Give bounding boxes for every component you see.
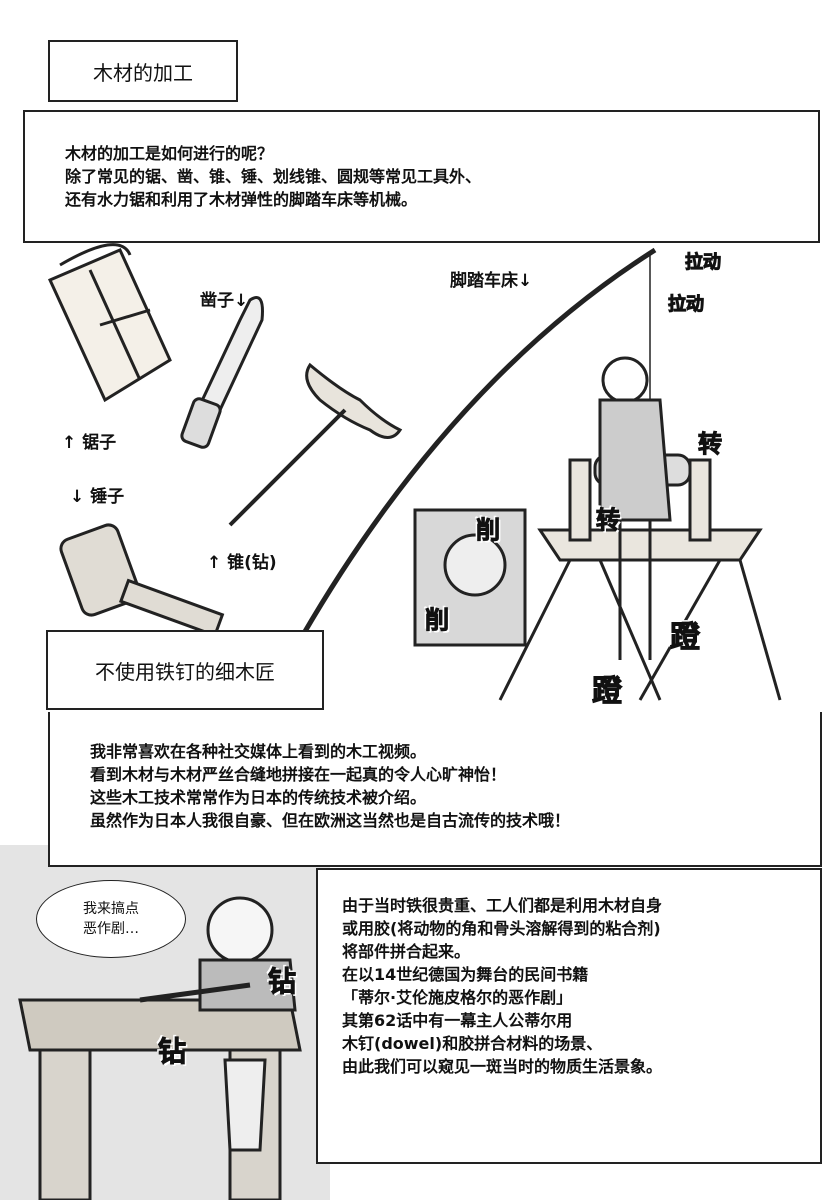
caption-line: 「蒂尔·艾伦施皮格尔的恶作剧」 <box>342 988 573 1007</box>
section1-caption: 木材的加工是如何进行的呢？ 除了常见的锯、凿、锥、锤、划线锥、圆规等常见工具外、… <box>23 110 820 243</box>
lathe-illustration <box>297 247 782 701</box>
awl-label: ↑ 锥(钻) <box>207 553 277 573</box>
section1-title: 木材的加工 <box>48 40 238 102</box>
sfx-drill: 钻 <box>157 1035 187 1069</box>
section2-caption: 我非常喜欢在各种社交媒体上看到的木工视频。 看到木材与木材严丝合缝地拼接在一起真… <box>48 712 822 867</box>
saw-label: ↑ 锯子 <box>62 433 117 453</box>
caption-line: 木材的加工是如何进行的呢？ <box>65 144 274 163</box>
section2-title: 不使用铁钉的细木匠 <box>46 630 324 710</box>
sfx-turn: 转 <box>698 430 723 459</box>
chisel-label: 凿子↓ <box>200 291 249 311</box>
sfx-cut: 削 <box>425 606 450 635</box>
hammer-label: ↓ 锤子 <box>70 487 125 507</box>
caption-line: 在以14世纪德国为舞台的民间书籍 <box>342 965 589 984</box>
awl-illustration <box>228 362 403 527</box>
caption-line: 这些木工技术常常作为日本的传统技术被介绍。 <box>90 788 427 807</box>
sfx-cut: 削 <box>476 516 501 545</box>
caption-line: 虽然作为日本人我很自豪、但在欧洲这当然也是自古流传的技术哦！ <box>90 811 571 830</box>
speech-line: 我来搞点 <box>83 901 139 917</box>
caption-line: 或用胶(将动物的角和骨头溶解得到的粘合剂) <box>342 919 661 938</box>
caption-line: 除了常见的锯、凿、锥、锤、划线锥、圆规等常见工具外、 <box>65 167 482 186</box>
sfx-pull: 拉动 <box>685 252 722 274</box>
caption-line: 由于当时铁很贵重、工人们都是利用木材自身 <box>342 896 663 915</box>
saw-illustration <box>47 243 172 403</box>
speech-bubble: 我来搞点 恶作剧… <box>36 880 186 958</box>
caption-line: 木钉(dowel)和胶拼合材料的场景、 <box>342 1034 603 1053</box>
speech-line: 恶作剧… <box>83 921 139 937</box>
caption-line: 其第62话中有一幕主人公蒂尔用 <box>342 1011 573 1030</box>
section3-caption: 由于当时铁很贵重、工人们都是利用木材自身 或用胶(将动物的角和骨头溶解得到的粘合… <box>316 868 822 1164</box>
caption-line: 由此我们可以窥见一斑当时的物质生活景象。 <box>342 1057 663 1076</box>
sfx-step: 蹬 <box>670 620 701 656</box>
sfx-drill: 钻 <box>267 965 297 999</box>
sfx-step: 蹬 <box>592 674 623 710</box>
section1-title-text: 木材的加工 <box>93 60 193 85</box>
chisel-illustration <box>180 296 264 449</box>
lathe-label: 脚踏车床↓ <box>450 271 533 291</box>
caption-line: 还有水力锯和利用了木材弹性的脚踏车床等机械。 <box>65 190 418 209</box>
caption-line: 看到木材与木材严丝合缝地拼接在一起真的令人心旷神怡！ <box>90 765 507 784</box>
caption-line: 将部件拼合起来。 <box>342 942 471 961</box>
caption-line: 我非常喜欢在各种社交媒体上看到的木工视频。 <box>90 742 427 761</box>
section2-title-text: 不使用铁钉的细木匠 <box>95 659 275 684</box>
sfx-pull: 拉动 <box>668 294 705 316</box>
sfx-turn: 转 <box>596 506 621 535</box>
hammer-illustration <box>59 523 225 638</box>
